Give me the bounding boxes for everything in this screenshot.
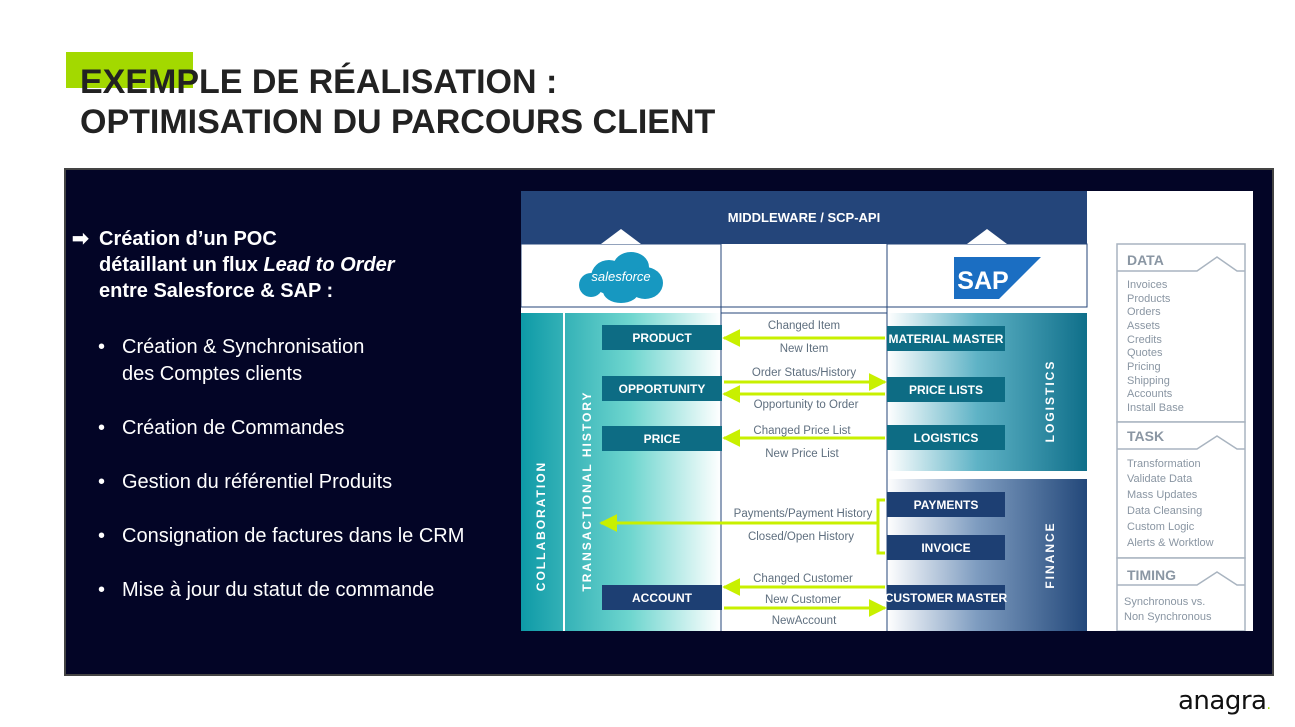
material-master-box bbox=[887, 326, 1005, 351]
lead-text: ➡ Création d’un POC détaillant un flux L… bbox=[72, 226, 395, 304]
lead-line-2: détaillant un flux Lead to Order bbox=[99, 252, 395, 278]
legend-timing-title: TIMING bbox=[1127, 567, 1176, 583]
middleware-label: MIDDLEWARE / SCP-API bbox=[728, 210, 880, 225]
payments-box bbox=[887, 492, 1005, 517]
logistics-box bbox=[887, 425, 1005, 450]
legend-panel: DATA Invoices Products Orders Assets Cre… bbox=[1116, 243, 1246, 631]
page-title: EXEMPLE DE RÉALISATION : OPTIMISATION DU… bbox=[80, 62, 715, 142]
legend-item: Assets bbox=[1127, 320, 1161, 332]
flow-label: Changed Item bbox=[768, 320, 840, 332]
flow-label: Order Status/History bbox=[752, 367, 856, 379]
transactional-history-label: TRANSACTIONAL HISTORY bbox=[580, 390, 594, 591]
legend-item: Alerts & Worktlow bbox=[1127, 537, 1214, 549]
legend-item: Products bbox=[1127, 293, 1171, 305]
payments-label: PAYMENTS bbox=[914, 498, 979, 512]
legend-item: Credits bbox=[1127, 334, 1162, 346]
account-box bbox=[602, 585, 722, 610]
legend-item: Quotes bbox=[1127, 347, 1163, 359]
product-label: PRODUCT bbox=[632, 331, 692, 345]
legend-item: Custom Logic bbox=[1127, 521, 1195, 533]
bullet-line: des Comptes clients bbox=[122, 363, 303, 385]
legend-item: Validate Data bbox=[1127, 473, 1193, 485]
opportunity-box bbox=[602, 376, 722, 401]
account-label: ACCOUNT bbox=[632, 591, 693, 605]
legend-item: Install Base bbox=[1127, 402, 1184, 414]
flow-label: New Customer bbox=[765, 594, 841, 606]
sap-logo: SAP bbox=[954, 257, 1041, 299]
legend-item: Orders bbox=[1127, 306, 1161, 318]
arrow-right-icon: ➡ bbox=[72, 228, 89, 250]
lead-line-2-prefix: détaillant un flux bbox=[99, 254, 264, 276]
price-lists-label: PRICE LISTS bbox=[909, 383, 983, 397]
finance-bracket bbox=[876, 498, 885, 555]
lead-line-1: Création d’un POC bbox=[99, 228, 277, 250]
product-box bbox=[602, 325, 722, 350]
price-label: PRICE bbox=[644, 432, 681, 446]
finance-label: FINANCE bbox=[1043, 521, 1057, 588]
price-lists-box bbox=[887, 377, 1005, 402]
bullet-line: Mise à jour du statut de commande bbox=[122, 579, 435, 601]
flow-label: Payments/Payment History bbox=[734, 508, 873, 520]
customer-master-box bbox=[887, 585, 1005, 610]
lead-line-3: entre Salesforce & SAP : bbox=[99, 280, 334, 302]
legend-item: Shipping bbox=[1127, 375, 1170, 387]
flow-label: Opportunity to Order bbox=[754, 399, 859, 411]
salesforce-logo: salesforce bbox=[579, 252, 663, 303]
bullet-item: Mise à jour du statut de commande bbox=[98, 577, 464, 604]
anagra-logo-text: anagra bbox=[1178, 686, 1267, 716]
collaboration-label: COLLABORATION bbox=[534, 461, 548, 591]
invoice-box bbox=[887, 535, 1005, 560]
bullet-list: Création & Synchronisation des Comptes cl… bbox=[98, 334, 464, 631]
bullet-line: Création de Commandes bbox=[122, 417, 345, 439]
legend-item: Transformation bbox=[1127, 458, 1201, 470]
lead-to-order: Lead to Order bbox=[263, 254, 395, 276]
flow-label: New Price List bbox=[765, 448, 839, 460]
legend-item: Mass Updates bbox=[1127, 489, 1198, 501]
legend-data-title: DATA bbox=[1127, 252, 1164, 268]
legend-item: Accounts bbox=[1127, 388, 1173, 400]
logistics-label: LOGISTICS bbox=[1043, 360, 1057, 443]
anagra-logo: anagra. bbox=[1178, 686, 1271, 716]
flow-label: Changed Price List bbox=[753, 425, 851, 437]
flow-label: Closed/Open History bbox=[748, 531, 854, 543]
bullet-item: Consignation de factures dans le CRM bbox=[98, 523, 464, 550]
salesforce-side-band bbox=[521, 313, 721, 631]
flow-label: NewAccount bbox=[772, 615, 837, 627]
legend-item: Synchronous vs. bbox=[1124, 596, 1205, 608]
price-box bbox=[602, 426, 722, 451]
bullet-item: Création de Commandes bbox=[98, 415, 464, 442]
sap-logo-text: SAP bbox=[957, 267, 1008, 295]
title-line-2: OPTIMISATION DU PARCOURS CLIENT bbox=[80, 103, 716, 141]
integration-diagram: MIDDLEWARE / SCP-API salesforce SAP COLL… bbox=[521, 191, 1253, 631]
opportunity-label: OPPORTUNITY bbox=[619, 382, 706, 396]
legend-item: Invoices bbox=[1127, 279, 1168, 291]
logistics-box-label: LOGISTICS bbox=[914, 431, 979, 445]
invoice-label: INVOICE bbox=[921, 541, 970, 555]
bullet-line: Gestion du référentiel Produits bbox=[122, 471, 393, 493]
bullet-item: Création & Synchronisation des Comptes cl… bbox=[98, 334, 464, 388]
bullet-line: Consignation de factures dans le CRM bbox=[122, 525, 465, 547]
flow-label: Changed Customer bbox=[753, 573, 853, 585]
title-line-1: EXEMPLE DE RÉALISATION : bbox=[80, 63, 558, 101]
salesforce-logo-text: salesforce bbox=[591, 269, 650, 284]
legend-item: Pricing bbox=[1127, 361, 1161, 373]
legend-task-title: TASK bbox=[1127, 428, 1164, 444]
flow-label: New Item bbox=[780, 343, 829, 355]
legend-item: Data Cleansing bbox=[1127, 505, 1202, 517]
logo-dot-icon: . bbox=[1266, 697, 1271, 713]
title-accent-bar bbox=[66, 52, 193, 88]
bullet-line: Création & Synchronisation bbox=[122, 336, 365, 358]
customer-master-label: CUSTOMER MASTER bbox=[885, 591, 1008, 605]
material-master-label: MATERIAL MASTER bbox=[889, 332, 1004, 346]
legend-item: Non Synchronous bbox=[1124, 611, 1212, 623]
bullet-item: Gestion du référentiel Produits bbox=[98, 469, 464, 496]
